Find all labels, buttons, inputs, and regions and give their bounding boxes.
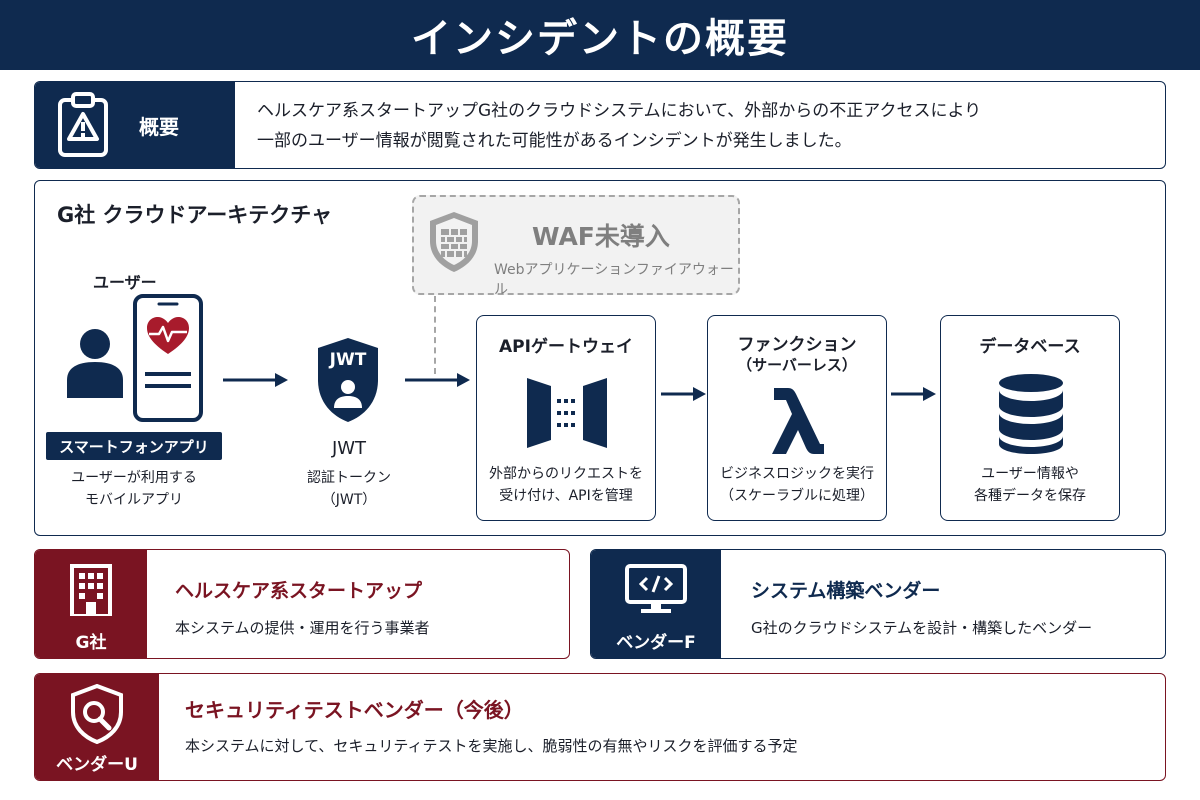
vendor-u-description: 本システムに対して、セキュリティテストを実施し、脆弱性の有無やリスクを評価する予…: [185, 737, 798, 755]
database-desc-line-2: 各種データを保存: [974, 488, 1086, 504]
vendor-u-card: ベンダーU セキュリティテストベンダー（今後） 本システムに対して、セキュリティ…: [34, 673, 1166, 781]
user-desc-line-1: ユーザーが利用する: [71, 470, 197, 486]
vendor-u-body: セキュリティテストベンダー（今後） 本システムに対して、セキュリティテストを実施…: [159, 674, 797, 780]
vendor-f-title: システム構築ベンダー: [751, 580, 941, 602]
smartphone-health-icon: [133, 294, 203, 422]
user-desc-line-2: モバイルアプリ: [85, 492, 183, 508]
vendor-f-side: ベンダーF: [591, 550, 721, 658]
overview-box: 概要 ヘルスケア系スタートアップG社のクラウドシステムにおいて、外部からの不正ア…: [34, 81, 1166, 169]
vendor-f-body: システム構築ベンダー G社のクラウドシステムを設計・構築したベンダー: [721, 550, 1092, 658]
waf-title: WAF未導入: [532, 222, 670, 251]
g-company-card: G社 ヘルスケア系スタートアップ 本システムの提供・運用を行う事業者: [34, 549, 570, 659]
api-desc-line-2: 受け付け、APIを管理: [499, 488, 633, 504]
g-company-body: ヘルスケア系スタートアップ 本システムの提供・運用を行う事業者: [147, 550, 430, 658]
database-node: データベース ユーザー情報や 各種データを保存: [940, 315, 1120, 521]
waf-connector-line: [434, 296, 436, 374]
g-company-description: 本システムの提供・運用を行う事業者: [175, 619, 430, 637]
jwt-desc-line-2: （JWT）: [321, 492, 377, 508]
clipboard-warning-icon: [58, 92, 108, 157]
function-node: ファンクション （サーバーレス） ビジネスロジックを実行 （スケーラブルに処理）: [707, 315, 887, 521]
function-desc-line-1: ビジネスロジックを実行: [720, 466, 874, 482]
overview-line-1: ヘルスケア系スタートアップG社のクラウドシステムにおいて、外部からの不正アクセス…: [257, 101, 982, 121]
vendor-f-card: ベンダーF システム構築ベンダー G社のクラウドシステムを設計・構築したベンダー: [590, 549, 1166, 659]
database-title: データベース: [979, 337, 1081, 357]
g-company-side: G社: [35, 550, 147, 658]
database-desc-line-1: ユーザー情報や: [981, 466, 1079, 482]
jwt-icon-text: JWT: [329, 350, 367, 370]
shield-firewall-icon: [430, 212, 478, 272]
title-bar: インシデントの概要: [0, 0, 1200, 70]
arrow-user-to-jwt: [223, 373, 288, 387]
user-icon: [67, 329, 123, 398]
jwt-shield: JWT: [316, 336, 380, 424]
architecture-panel: G社 クラウドアーキテクチャ WAF未導入 Webアプリケーションファイアウォー…: [34, 180, 1166, 536]
waf-box: WAF未導入 Webアプリケーションファイアウォール: [412, 195, 740, 298]
monitor-code-icon: [625, 564, 687, 613]
page-title: インシデントの概要: [411, 16, 789, 62]
database-description: ユーザー情報や 各種データを保存: [941, 463, 1119, 507]
database-icon: [999, 374, 1063, 454]
function-subtitle: （サーバーレス）: [737, 356, 857, 374]
api-gateway-icon: [527, 378, 607, 448]
overview-side: 概要: [35, 82, 235, 168]
function-desc-line-2: （スケーラブルに処理）: [720, 488, 874, 504]
api-gateway-title: APIゲートウェイ: [499, 337, 633, 357]
smartphone-app-badge: スマートフォンアプリ: [46, 432, 222, 460]
user-description: ユーザーが利用する モバイルアプリ: [46, 467, 222, 511]
overview-label: 概要: [139, 114, 179, 139]
overview-text: ヘルスケア系スタートアップG社のクラウドシステムにおいて、外部からの不正アクセス…: [235, 82, 981, 168]
g-company-title: ヘルスケア系スタートアップ: [175, 580, 423, 602]
function-description: ビジネスロジックを実行 （スケーラブルに処理）: [708, 463, 886, 507]
vendor-u-side: ベンダーU: [35, 674, 159, 780]
shield-search-icon: [71, 684, 123, 744]
lambda-icon: [772, 388, 824, 454]
jwt-description: 認証トークン （JWT）: [294, 467, 404, 511]
vendor-u-label: ベンダーU: [56, 755, 138, 775]
user-label: ユーザー: [93, 273, 157, 292]
api-desc-line-1: 外部からのリクエストを: [489, 466, 643, 482]
architecture-title: G社 クラウドアーキテクチャ: [57, 203, 333, 227]
arrow-jwt-to-api: [405, 373, 470, 387]
g-company-label: G社: [75, 633, 107, 653]
api-gateway-node: APIゲートウェイ 外部からのリクエストを 受け付け、APIを管理: [476, 315, 656, 521]
vendor-f-description: G社のクラウドシステムを設計・構築したベンダー: [751, 619, 1093, 637]
vendor-f-label: ベンダーF: [616, 633, 696, 653]
waf-subtitle: Webアプリケーションファイアウォール: [494, 262, 734, 298]
jwt-shield-icon: [318, 338, 378, 422]
arrow-api-to-function: [661, 387, 706, 401]
api-gateway-description: 外部からのリクエストを 受け付け、APIを管理: [477, 463, 655, 507]
overview-line-2: 一部のユーザー情報が閲覧された可能性があるインシデントが発生しました。: [257, 131, 852, 151]
jwt-desc-line-1: 認証トークン: [307, 470, 391, 486]
function-title: ファンクション: [737, 335, 857, 355]
building-icon: [70, 564, 112, 616]
vendor-u-title: セキュリティテストベンダー（今後）: [185, 698, 524, 722]
arrow-function-to-database: [891, 387, 936, 401]
jwt-label: JWT: [331, 438, 367, 459]
